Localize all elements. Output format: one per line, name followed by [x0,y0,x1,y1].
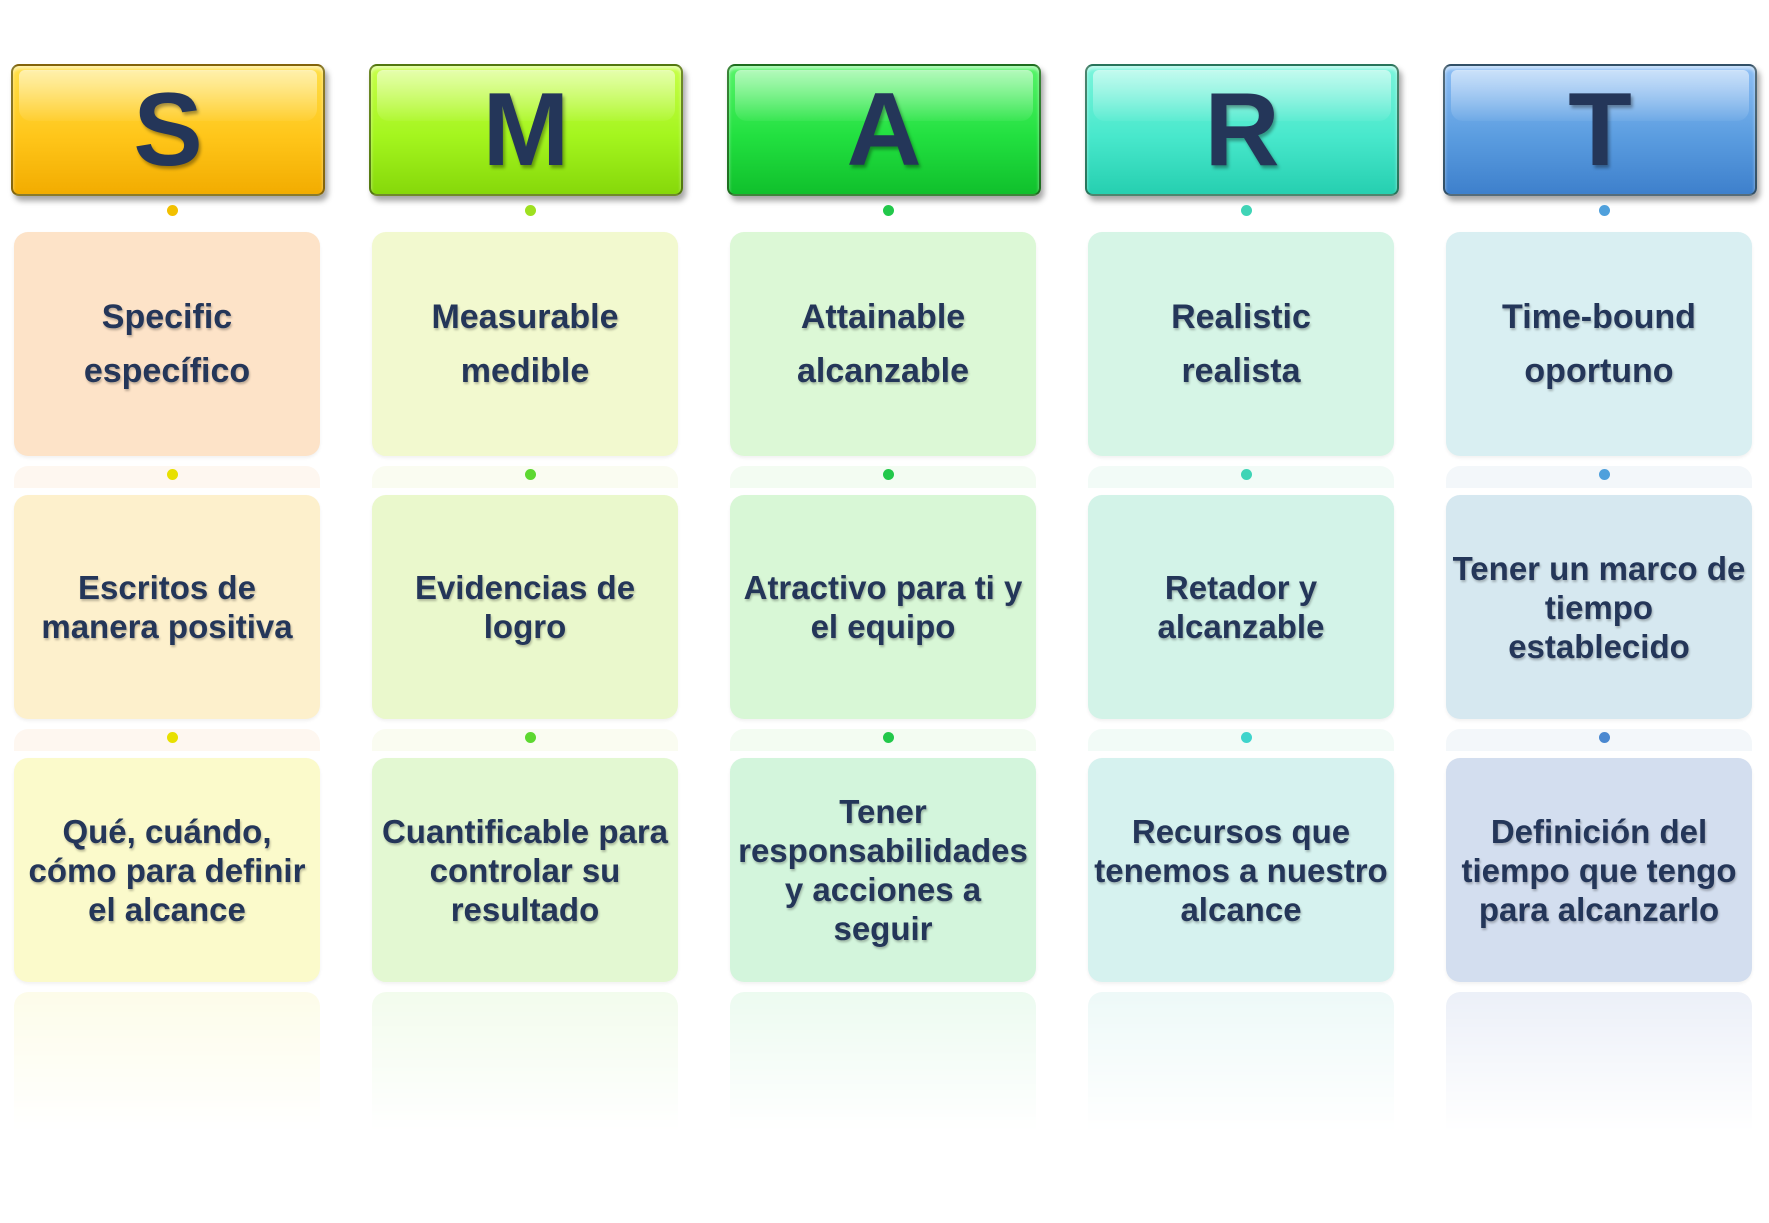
card-reflection [1446,992,1752,1132]
connector-dot [883,469,894,480]
card-reflection [730,992,1036,1132]
letter-a: A [846,72,922,188]
connector-dot [167,205,178,216]
meaning-card-a: Atractivo para ti y el equipo [730,495,1036,719]
connector-dot [883,205,894,216]
connector-dot [1599,732,1610,743]
connector-dot [525,732,536,743]
connector-dot [167,469,178,480]
description-text: Cuantificable para controlar su resultad… [381,812,669,928]
description-card-s: Qué, cuándo, cómo para definir el alcanc… [14,758,320,982]
letter-header-s: S [11,64,325,196]
term-card-a: Attainable alcanzable [730,232,1036,456]
description-card-t: Definición del tiempo que tengo para alc… [1446,758,1752,982]
term-translation: realista [1181,352,1301,390]
connector-dot [1599,469,1610,480]
connector-dot [525,205,536,216]
card-reflection [14,992,320,1132]
connector-dot [1241,205,1252,216]
term-label: Measurable [431,298,619,336]
term-card-s: Specific específico [14,232,320,456]
connector-dot [1241,732,1252,743]
meaning-card-r: Retador y alcanzable [1088,495,1394,719]
description-text: Recursos que tenemos a nuestro alcance [1094,812,1388,928]
card-reflection [372,992,678,1132]
letter-s: S [133,72,203,188]
smart-column-s: S Specific específico Escritos de manera… [8,0,328,1223]
meaning-text: Retador y alcanzable [1157,569,1325,645]
letter-t: T [1568,72,1632,188]
term-label: Time-bound [1502,298,1696,336]
term-translation: oportuno [1524,352,1674,390]
term-card-m: Measurable medible [372,232,678,456]
letter-header-a: A [727,64,1041,196]
letter-m: M [482,72,570,188]
letter-header-t: T [1443,64,1757,196]
meaning-text: Evidencias de logro [414,569,636,645]
meaning-text: Atractivo para ti y el equipo [743,569,1023,645]
term-label: Specific [101,298,233,336]
term-card-r: Realistic realista [1088,232,1394,456]
card-reflection [1088,992,1394,1132]
term-label: Attainable [800,298,966,336]
term-translation: medible [460,352,590,390]
description-card-a: Tener responsabilidades y acciones a seg… [730,758,1036,982]
term-card-t: Time-bound oportuno [1446,232,1752,456]
connector-dot [1599,205,1610,216]
connector-dot [883,732,894,743]
connector-dot [525,469,536,480]
letter-r: R [1204,72,1280,188]
meaning-card-m: Evidencias de logro [372,495,678,719]
description-text: Tener responsabilidades y acciones a seg… [738,793,1028,947]
letter-header-r: R [1085,64,1399,196]
smart-column-m: M Measurable medible Evidencias de logro… [366,0,686,1223]
description-card-m: Cuantificable para controlar su resultad… [372,758,678,982]
smart-column-r: R Realistic realista Retador y alcanzabl… [1082,0,1402,1223]
term-label: Realistic [1171,298,1311,336]
smart-column-t: T Time-bound oportuno Tener un marco de … [1440,0,1760,1223]
letter-header-m: M [369,64,683,196]
description-text: Definición del tiempo que tengo para alc… [1461,812,1737,928]
connector-dot [167,732,178,743]
meaning-card-t: Tener un marco de tiempo establecido [1446,495,1752,719]
description-text: Qué, cuándo, cómo para definir el alcanc… [28,812,306,928]
meaning-text: Escritos de manera positiva [41,569,293,645]
meaning-text: Tener un marco de tiempo establecido [1452,549,1746,665]
smart-column-a: A Attainable alcanzable Atractivo para t… [724,0,1044,1223]
term-translation: alcanzable [797,352,969,390]
term-translation: específico [83,352,251,390]
meaning-card-s: Escritos de manera positiva [14,495,320,719]
description-card-r: Recursos que tenemos a nuestro alcance [1088,758,1394,982]
connector-dot [1241,469,1252,480]
